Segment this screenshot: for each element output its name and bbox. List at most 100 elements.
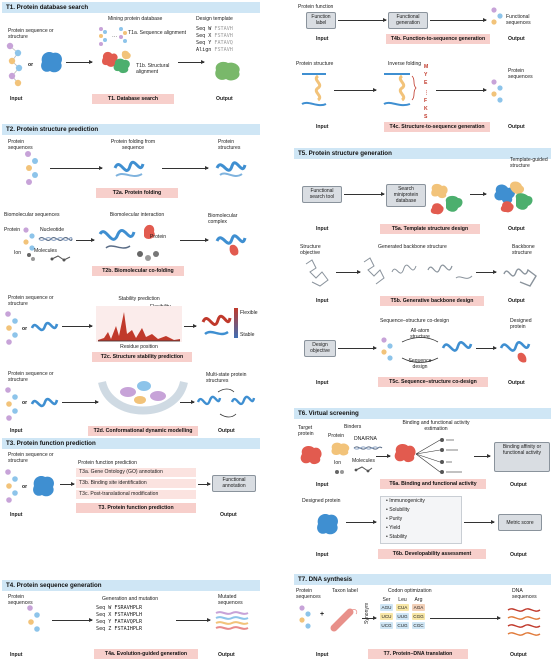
- t2a-mid-label: Protein folding from sequence: [110, 139, 156, 151]
- t4c-letter: S: [424, 114, 428, 120]
- t7-aa-label: Arg: [414, 597, 423, 603]
- binding-network-icon: [394, 438, 462, 474]
- ion-icon: [27, 253, 35, 261]
- section-header-t4: T4. Protein sequence generation: [2, 580, 260, 591]
- arrow: [338, 18, 387, 22]
- t1-seq-align: T1a. Sequence alignment: [128, 30, 187, 36]
- t7-taxon-label: Taxon label: [332, 588, 358, 594]
- arrow: [346, 520, 377, 524]
- t6a-dna-label: DNA/RNA: [354, 436, 377, 442]
- arrow: [180, 400, 195, 404]
- input-label: Input: [10, 512, 23, 518]
- output-label: Output: [510, 652, 527, 658]
- t2a-input-label: Protein sequences: [8, 139, 33, 151]
- green-blob-icon: [215, 61, 240, 81]
- arrow: [476, 346, 497, 350]
- section-header-t7: T7. DNA synthesis: [294, 574, 551, 585]
- arrow: [336, 270, 361, 274]
- bead-chain-icon: [381, 337, 393, 361]
- t4-title: Generation and mutation: [102, 596, 159, 602]
- t4a-pink-label: T4a. Evolution-guided generation: [94, 649, 198, 659]
- protein-ribbon-icon: [215, 161, 247, 177]
- input-label: Input: [10, 96, 23, 102]
- t6b-metric: • Immunogenicity: [386, 498, 425, 504]
- t2a-pink-label: T2a. Protein folding: [96, 188, 178, 198]
- t3a-row: T3a. Gene Ontology (GO) annotation: [76, 468, 196, 477]
- input-label: Input: [316, 36, 329, 42]
- t4b-output-label: Functional sequences: [506, 14, 531, 26]
- t6a-pink-label: T6a. Binding and functional activity: [380, 479, 486, 489]
- cycle-arrows-icon: [401, 337, 439, 363]
- t6b-pink-label: T6b. Developability assessment: [378, 549, 486, 559]
- backbone-icon: [305, 259, 329, 287]
- t7-codon-cell: CGC: [412, 622, 425, 629]
- output-label: Output: [510, 552, 527, 558]
- t2b-output-label: Biomolecular complex: [208, 213, 238, 225]
- t6a-molecules-label: Molecules: [352, 458, 375, 464]
- t6b-output-box: Metric score: [498, 514, 542, 531]
- t1-seq-row: Seq Y FATAVQ: [196, 40, 233, 46]
- t6b-metric: • Yield: [386, 525, 401, 531]
- arrow: [60, 482, 75, 486]
- t5b-output-label: Backbone structure: [512, 244, 535, 256]
- t2b-mid-label: Biomolecular interaction: [109, 212, 165, 218]
- t2c-stab-label: Stability prediction: [118, 296, 160, 302]
- bead-chain-icon: [25, 151, 38, 185]
- t3c-row: T3c. Post-translational modification: [76, 490, 196, 499]
- t5a-db-box: Search miniprotein database: [386, 184, 426, 207]
- wavy-sequences-icon: [215, 611, 249, 630]
- arrow: [62, 324, 93, 328]
- t2c-flexible: Flexible: [240, 310, 258, 316]
- colored-structure-icon: [201, 314, 232, 336]
- protein-ribbon-icon: [113, 160, 145, 177]
- t1-struct-align: T1b. Structural alignment: [136, 63, 170, 75]
- t7-codon-cell: CGG: [412, 613, 425, 620]
- t1-input-label: Protein sequence or structure: [8, 28, 54, 40]
- t4c-struct-label: Protein structure: [296, 61, 334, 67]
- t5c-pink-label: T5c. Sequence–structure co-design: [378, 377, 488, 387]
- t5c-design-objective-box: Design objective: [304, 340, 336, 357]
- target-protein-icon: [300, 446, 322, 465]
- multistate-icon: [196, 388, 256, 418]
- t2b-pink-label: T2b. Biomolecular co-folding: [92, 266, 184, 276]
- bead-chain-icon: [491, 79, 503, 103]
- protein-ribbon-icon: [383, 73, 417, 107]
- output-label: Output: [508, 226, 525, 232]
- bead-chain-icon: [6, 42, 23, 87]
- arrow: [430, 18, 487, 22]
- arrow: [76, 238, 95, 242]
- t4b-fn-top: Protein function: [298, 4, 334, 10]
- arrow: [344, 192, 385, 196]
- t5b-input-label: Structure objective: [300, 244, 321, 256]
- t1-seq-row: Seq X FSTAVH: [196, 33, 233, 39]
- t4b-pink-label: T4b. Function-to-sequence generation: [386, 34, 490, 44]
- output-label: Output: [508, 380, 525, 386]
- section-header-t1: T1. Protein database search: [2, 2, 260, 13]
- ion-icon: [335, 470, 344, 474]
- output-label: Output: [220, 512, 237, 518]
- bead-chain-icon: [299, 605, 311, 629]
- t5c-seqdesign-label: Sequence design: [408, 358, 432, 370]
- t6a-output-box: Binding affinity or functional activity: [494, 442, 550, 472]
- t2a-output-label: Protein structures: [218, 139, 241, 151]
- t1-mining-label: Mining protein database: [108, 16, 163, 22]
- t4c-letter: M: [424, 64, 429, 70]
- t1-seq-row: Seq W FSTAVH: [196, 26, 233, 32]
- t3b-row: T3b. Binding site identification: [76, 479, 196, 488]
- t4c-ellipsis: ⋮: [424, 90, 430, 96]
- t2d-output-label: Multi-state protein structures: [206, 372, 247, 384]
- flexibility-colorbar: [234, 308, 238, 338]
- protein-blob-icon: [41, 52, 63, 73]
- section-header-t2: T2. Protein structure prediction: [2, 124, 260, 135]
- dna-helix-icon: [38, 236, 73, 242]
- t7-codon-cell: AGA: [412, 604, 425, 611]
- flexibility-plot: [96, 306, 182, 342]
- protein-ribbon-icon: [441, 341, 473, 352]
- t6a-protein-label: Protein: [328, 433, 345, 439]
- arrow: [178, 60, 205, 64]
- ellipsis: ···: [112, 34, 118, 40]
- arrow: [52, 618, 93, 622]
- t6b-metric: • Solubility: [386, 507, 410, 513]
- t5a-tool-box: Functional search tool: [302, 186, 342, 203]
- backbone-series-icon: [363, 257, 473, 285]
